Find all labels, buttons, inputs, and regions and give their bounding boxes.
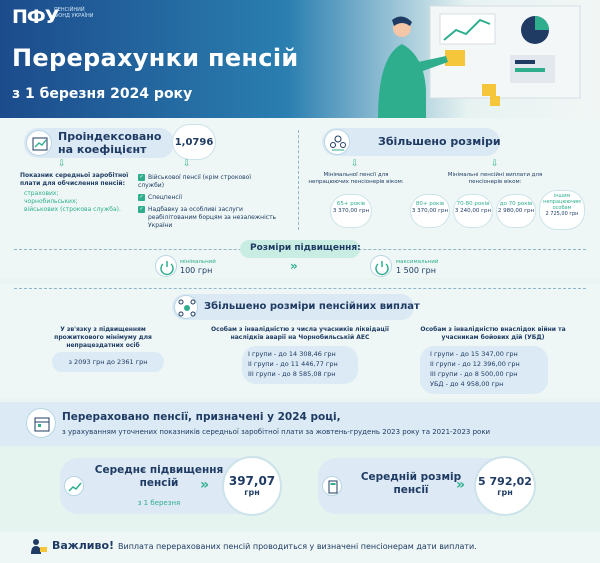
double-chevron-icon: » — [456, 477, 466, 493]
min-payments-caption: Мінімальні пенсійні виплати для пенсіоне… — [447, 172, 543, 185]
payments-col1-pill — [52, 352, 164, 372]
person-with-money-icon — [28, 536, 48, 556]
list-item: ✓Військової пенсії (крім строкової служб… — [138, 174, 251, 189]
group-icon — [324, 129, 350, 155]
pension-circle-80: 80+ років 3 370,00 грн — [410, 194, 450, 228]
payments-title-pill — [172, 294, 414, 320]
indicator-text: Показник середньої заробітної плати для … — [20, 172, 129, 187]
avg-raise-sub: з 1 березня — [137, 499, 181, 507]
check-icon: ✓ — [138, 174, 145, 181]
payments-title: Збільшено розміри пенсійних виплат — [204, 301, 420, 312]
header: ПФУ ПЕНСІЙНИЙ ФОНД УКРАЇНИ Перерахунки п… — [0, 0, 600, 118]
divider — [14, 288, 586, 289]
double-chevron-icon: » — [290, 259, 298, 273]
pension-circle-others: іншим непрацюючим особам 2 725,00 грн — [539, 190, 585, 230]
increased-title: Збільшено розміри — [378, 135, 501, 148]
footer — [0, 532, 600, 563]
avg-size-value: 5 792,02 — [478, 475, 532, 488]
raise-max-label: максимальний — [396, 259, 439, 265]
payments-col1-value: з 2093 грн до 2361 грн — [68, 358, 148, 366]
payments-col2-caption: Особам з інвалідністю з числа учасників … — [211, 326, 389, 341]
avg-raise-label: Середнє підвищення пенсій — [94, 464, 224, 489]
payments-col2-lines: I групи - до 14 308,46 грн II групи - до… — [248, 350, 338, 378]
checks-list: ✓Військової пенсії (крім строкової служб… — [138, 174, 278, 230]
payments-col3-lines: I групи - до 15 347,00 грн II групи - до… — [430, 350, 520, 388]
logo-text: ПЕНСІЙНИЙ ФОНД УКРАЇНИ — [54, 7, 94, 19]
page-subtitle: з 1 березня 2024 року — [12, 86, 193, 102]
arrow-down-icon: ⇩ — [58, 159, 66, 169]
avg-size-value-circle: 5 792,02 грн — [474, 456, 536, 516]
avg-raise-value: 397,07 — [228, 474, 276, 488]
raise-min-value: 100 грн — [180, 266, 213, 275]
list-item: військових (строкова служба). — [24, 206, 121, 213]
payments-col1-caption: У зв'язку з підвищенням прожиткового мін… — [54, 326, 152, 349]
important-label: Важливо! — [52, 539, 115, 552]
page-title: Перерахунки пенсій — [12, 44, 299, 72]
check-icon: ✓ — [138, 194, 145, 201]
payments-col2-pill — [242, 346, 358, 384]
recalc-text: з урахуванням уточнених показників серед… — [62, 428, 491, 436]
pension-circle-under-70: до 70 років 2 980,00 грн — [496, 194, 536, 228]
network-icon — [174, 295, 198, 319]
power-icon — [155, 255, 177, 277]
recalc-title: Перераховано пенсії, призначені у 2024 р… — [62, 411, 341, 423]
payments-col3-caption: Особам з інвалідністю внаслідок війни та… — [420, 326, 566, 341]
person-with-charts-illustration — [378, 5, 581, 118]
increased-title-pill — [322, 128, 500, 156]
pension-circle-70-80: 70-80 років 3 240,00 грн — [453, 194, 493, 228]
growth-chart-icon — [64, 476, 84, 496]
pension-circle-65: 65+ років 3 370,00 грн — [330, 194, 372, 228]
raise-max-value: 1 500 грн — [396, 266, 436, 275]
footer-text: Виплата перерахованих пенсій проводиться… — [118, 542, 477, 551]
arrow-down-icon: ⇩ — [351, 159, 359, 169]
list-item: страхових; — [24, 190, 59, 197]
min-pension-caption: Мінімальної пенсії для непрацюючих пенсі… — [308, 172, 404, 185]
section-recalc — [0, 402, 600, 446]
double-chevron-icon: » — [200, 477, 210, 493]
avg-size-unit: грн — [497, 488, 513, 497]
power-icon — [370, 255, 392, 277]
coefficient-badge: 1,0796 — [172, 124, 216, 160]
arrow-down-icon: ⇩ — [183, 159, 191, 169]
avg-raise-value-circle: 397,07 грн — [222, 456, 282, 516]
payments-col3-pill — [420, 346, 548, 394]
list-item: чорнобильських; — [24, 198, 78, 205]
logo-mark: ПФУ — [12, 6, 59, 28]
divider — [298, 130, 299, 230]
indicator-items-list: страхових; чорнобильських; військових (с… — [24, 190, 134, 214]
avg-size-label: Середній розмір пенсії — [360, 471, 462, 496]
arrow-down-icon: ⇩ — [491, 159, 499, 169]
calendar-icon — [26, 408, 56, 438]
check-icon: ✓ — [138, 206, 145, 213]
raise-title: Розміри підвищення: — [250, 243, 361, 253]
indexed-title: Проіндексовано на коефіцієнт — [58, 130, 162, 156]
chart-icon — [26, 130, 52, 156]
list-item: ✓Спецпенсії — [138, 194, 183, 201]
coefficient-value: 1,0796 — [174, 137, 214, 148]
avg-raise-unit: грн — [244, 488, 260, 497]
raise-title-pill — [240, 240, 360, 258]
raise-min-label: мінімальний — [180, 259, 216, 265]
calculator-icon — [322, 476, 342, 496]
list-item: ✓Надбавку за особливі заслуги реабілітов… — [138, 206, 277, 229]
